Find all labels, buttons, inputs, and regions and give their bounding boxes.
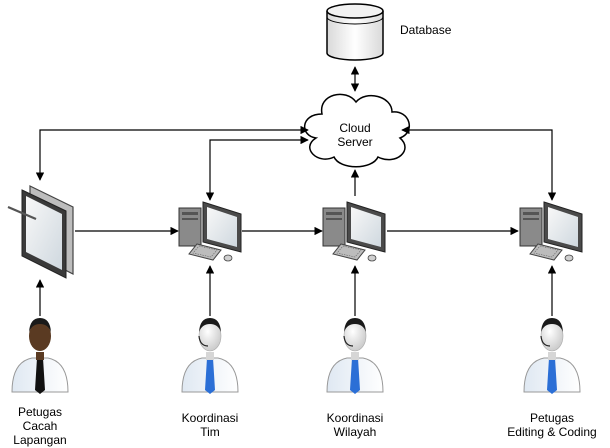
tablet-icon <box>7 185 74 279</box>
person-label-line: Koordinasi <box>181 411 239 425</box>
person-label-line: Editing & Coding <box>507 425 597 439</box>
person-icon-field-officer <box>11 318 69 394</box>
cloud-label-line: Cloud <box>339 121 371 135</box>
person-label-line: Wilayah <box>333 425 377 439</box>
database-icon <box>326 3 384 61</box>
cloud-tablet-link <box>35 125 309 181</box>
computer-icon-editing <box>519 201 583 262</box>
person-label-field-officer: Petugas Cacah Lapangan <box>0 405 80 447</box>
person-label-editing-officer: Petugas Editing & Coding <box>502 411 602 439</box>
person-label-line: Tim <box>200 425 220 439</box>
cloud-label-line: Server <box>337 135 373 149</box>
person-label-line: Petugas <box>529 411 575 425</box>
person-icon-team-coordinator <box>181 318 239 394</box>
person-label-line: Cacah <box>22 419 58 433</box>
person-label-regional-coordinator: Koordinasi Wilayah <box>315 411 395 439</box>
person-label-line: Petugas <box>17 405 63 419</box>
person-label-team-coordinator: Koordinasi Tim <box>170 411 250 439</box>
computer-icon-team <box>178 201 242 262</box>
computer-icon-region <box>322 201 386 262</box>
person-icon-editing-officer <box>523 318 581 394</box>
connectors <box>35 66 557 316</box>
person-label-line: Koordinasi <box>326 411 384 425</box>
person-label-line: Lapangan <box>13 433 67 447</box>
person-icon-regional-coordinator <box>326 318 384 394</box>
cloud-label: Cloud Server <box>325 121 385 149</box>
database-label: Database <box>400 23 452 37</box>
cloud-team-pc-link <box>205 135 309 201</box>
cloud-editing-pc-link <box>401 125 557 201</box>
